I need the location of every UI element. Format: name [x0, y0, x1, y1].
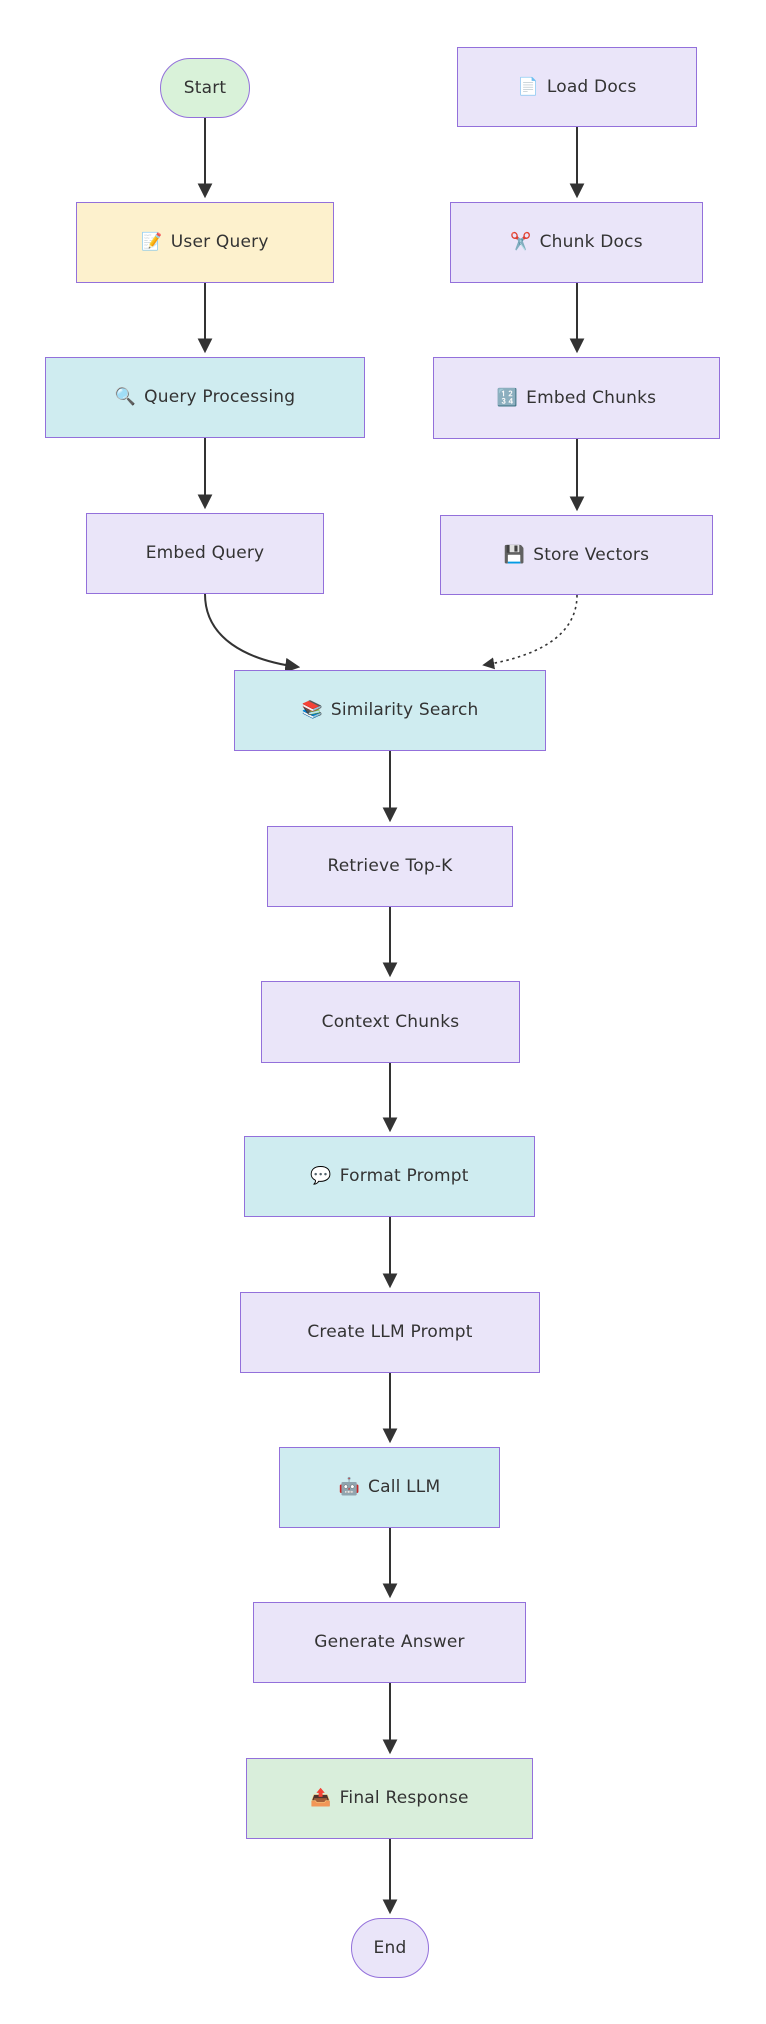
node-call-llm: 🤖 Call LLM [279, 1447, 500, 1528]
node-final-response: 📤 Final Response [246, 1758, 533, 1839]
node-load-docs: 📄 Load Docs [457, 47, 697, 127]
edge-store-vectors-to-similarity-search-dotted [482, 594, 578, 670]
node-label: Generate Answer [314, 1632, 465, 1653]
node-retrieve-top-k: Retrieve Top-K [267, 826, 513, 907]
node-label: Create LLM Prompt [307, 1322, 473, 1343]
document-icon: 📄 [517, 76, 539, 97]
node-label: User Query [170, 232, 269, 253]
node-chunk-docs: ✂️ Chunk Docs [450, 202, 703, 283]
node-embed-query: Embed Query [86, 513, 324, 594]
floppy-disk-icon: 💾 [503, 544, 526, 565]
node-format-prompt: 💬 Format Prompt [244, 1136, 535, 1217]
outbox-tray-icon: 📤 [310, 1788, 332, 1808]
node-label: Embed Query [145, 543, 265, 564]
memo-icon: 📝 [141, 232, 163, 252]
node-similarity-search: 📚 Similarity Search [234, 670, 546, 751]
node-start: Start [160, 58, 250, 118]
node-label: Final Response [339, 1788, 469, 1809]
magnifying-glass-icon: 🔍 [114, 387, 137, 407]
node-query-processing: 🔍 Query Processing [45, 357, 365, 438]
node-label: End [373, 1937, 407, 1958]
node-label: Store Vectors [533, 544, 650, 565]
node-create-llm-prompt: Create LLM Prompt [240, 1292, 540, 1373]
node-user-query: 📝 User Query [76, 202, 334, 283]
speech-balloon-icon: 💬 [310, 1166, 332, 1186]
node-label: Embed Chunks [526, 387, 657, 408]
input-numbers-icon: 🔢 [496, 387, 519, 408]
node-end: End [351, 1918, 429, 1978]
node-store-vectors: 💾 Store Vectors [440, 515, 713, 595]
node-label: Load Docs [546, 76, 637, 97]
node-label: Call LLM [368, 1477, 441, 1498]
node-label: Retrieve Top-K [327, 856, 453, 877]
node-label: Start [183, 77, 227, 98]
node-label: Context Chunks [321, 1011, 460, 1032]
node-context-chunks: Context Chunks [261, 981, 520, 1063]
node-label: Query Processing [144, 387, 296, 408]
node-label: Similarity Search [330, 700, 479, 721]
node-embed-chunks: 🔢 Embed Chunks [433, 357, 720, 439]
books-icon: 📚 [301, 700, 323, 720]
node-label: Chunk Docs [539, 232, 643, 253]
node-label: Format Prompt [339, 1166, 469, 1187]
edge-embed-query-to-similarity-search [204, 593, 301, 673]
node-generate-answer: Generate Answer [253, 1602, 526, 1683]
robot-icon: 🤖 [338, 1477, 360, 1497]
scissors-icon: ✂️ [510, 232, 532, 252]
